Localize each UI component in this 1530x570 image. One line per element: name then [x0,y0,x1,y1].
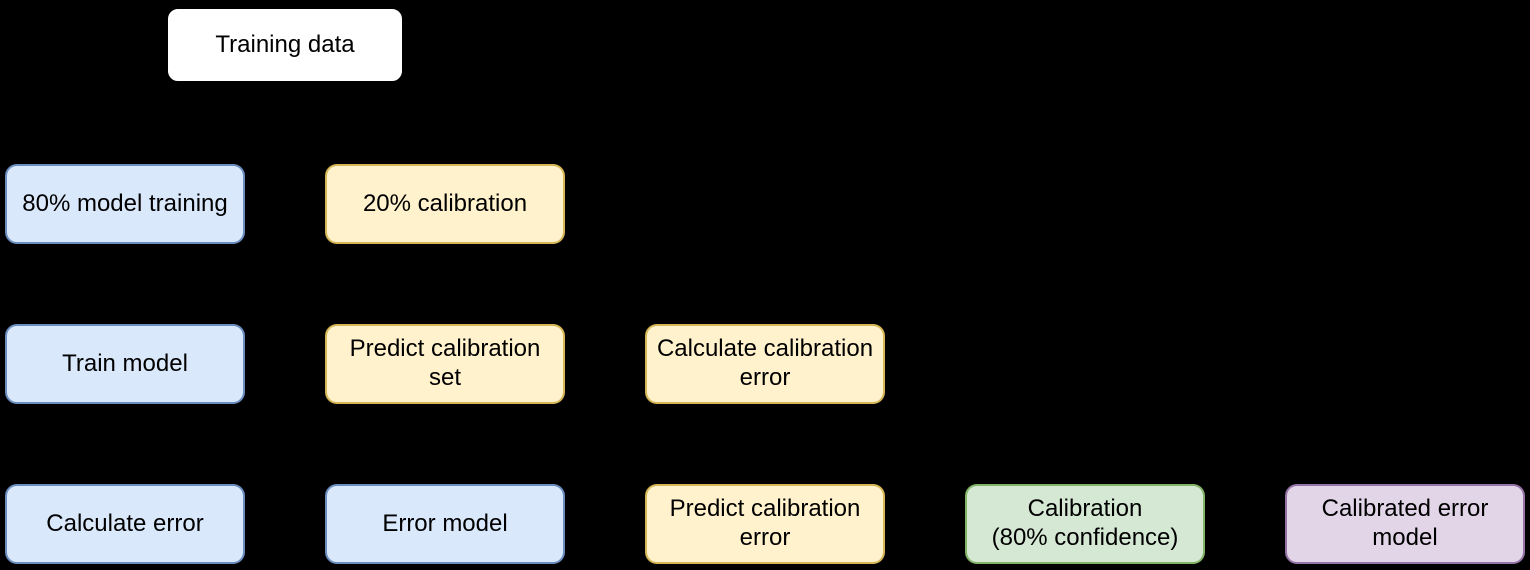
node-training-data: Training data [166,7,404,83]
node-calculate-error: Calculate error [5,484,245,564]
node-calculate-calibration-error: Calculate calibration error [645,324,885,404]
node-calibration-80-confidence: Calibration (80% confidence) [965,484,1205,564]
node-20-calibration: 20% calibration [325,164,565,244]
node-predict-calibration-set: Predict calibration set [325,324,565,404]
node-80-model-training: 80% model training [5,164,245,244]
node-error-model: Error model [325,484,565,564]
node-predict-calibration-error: Predict calibration error [645,484,885,564]
node-calibrated-error-model: Calibrated error model [1285,484,1525,564]
node-train-model: Train model [5,324,245,404]
